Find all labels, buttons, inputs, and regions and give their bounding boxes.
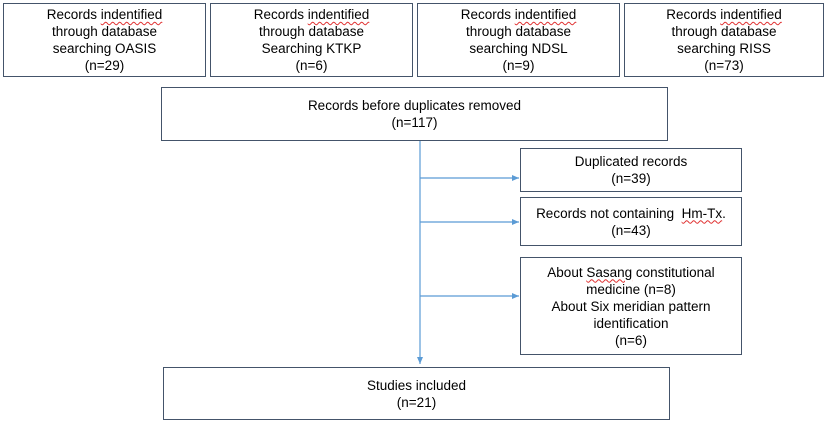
- count-label: (n=43): [611, 222, 651, 238]
- count-label: (n=6): [295, 58, 328, 73]
- source-box-ndsl: Records indentified through database sea…: [417, 3, 620, 77]
- no-hmtx-box: Records not containing Hm-Tx. (n=43): [520, 197, 742, 246]
- duplicated-records-box: Duplicated records (n=39): [520, 148, 742, 192]
- count-label: (n=29): [84, 58, 125, 73]
- source-box-oasis: Records indentified through database sea…: [3, 3, 206, 77]
- count-label: (n=117): [391, 115, 438, 130]
- spelling-underline: indentified: [720, 7, 782, 22]
- count-label: (n=9): [502, 58, 535, 73]
- count-label: (n=73): [704, 58, 744, 73]
- count-label: (n=39): [611, 171, 651, 186]
- other-excluded-box: About Sasang constitutional medicine (n=…: [520, 257, 742, 355]
- count-label: (n=6): [615, 332, 647, 348]
- spelling-underline: Hm-Tx: [681, 205, 723, 221]
- spelling-underline: indentified: [100, 7, 163, 22]
- before-duplicates-box: Records before duplicates removed (n=117…: [161, 87, 668, 141]
- source-box-ktkp: Records indentified through database Sea…: [210, 3, 413, 77]
- spelling-underline: indentified: [514, 7, 577, 22]
- source-box-riss: Records indentified through database sea…: [624, 3, 824, 77]
- spelling-underline: Sasang: [586, 264, 633, 280]
- count-label: (n=21): [396, 394, 437, 410]
- spelling-underline: indentified: [307, 7, 370, 22]
- studies-included-box: Studies included (n=21): [163, 367, 670, 420]
